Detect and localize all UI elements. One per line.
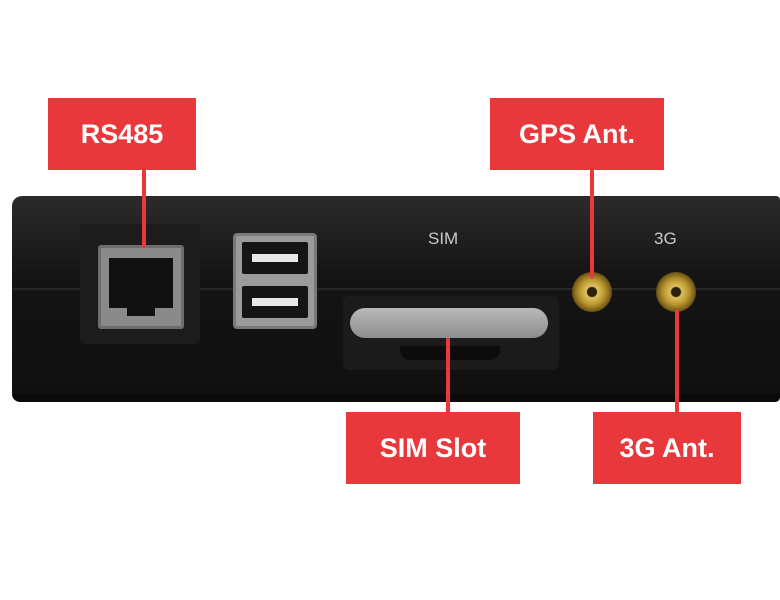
gps-ant-callout: GPS Ant.: [490, 98, 664, 170]
3g-panel-label: 3G: [654, 229, 677, 248]
sim-slot-callout: SIM Slot: [346, 412, 520, 484]
usb-port-lower: [242, 286, 308, 318]
3g-antenna-connector: [656, 272, 696, 312]
panel-seam: [12, 288, 780, 290]
rs485-leader-line: [142, 170, 146, 248]
panel-bottom-edge: [12, 394, 780, 402]
3g-ant-leader-line: [675, 310, 679, 412]
rs485-callout: RS485: [48, 98, 196, 170]
sim-slot-lip: [400, 346, 500, 360]
3g-ant-callout: 3G Ant.: [593, 412, 741, 484]
gps-leader-line: [590, 170, 594, 278]
usb-dual-port: [233, 233, 317, 329]
sim-panel-label: SIM: [428, 229, 459, 248]
usb-port-upper: [242, 242, 308, 274]
rs485-port-latch: [127, 306, 155, 316]
gps-antenna-connector: [572, 272, 612, 312]
rs485-port: [98, 245, 184, 329]
sim-slot: [350, 308, 548, 338]
rs485-port-opening: [109, 258, 173, 308]
sim-slot-leader-line: [446, 338, 450, 412]
